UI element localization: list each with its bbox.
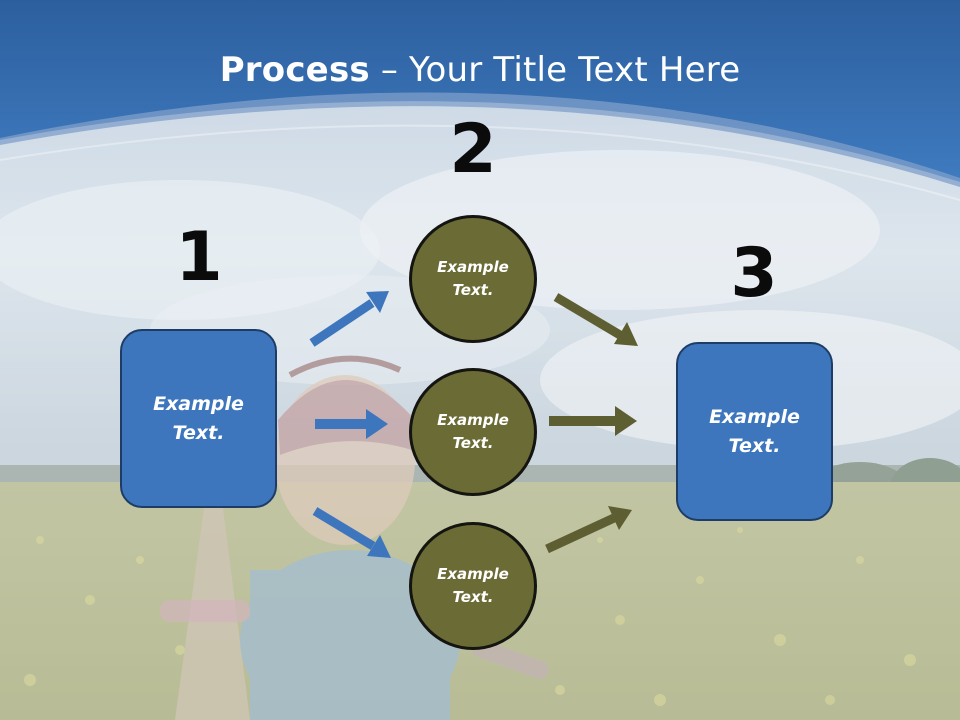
step-number-3: 3 <box>730 234 778 313</box>
blue-arrow-right <box>315 409 388 439</box>
title-bold: Process <box>219 50 370 90</box>
step-number-2: 2 <box>449 110 497 189</box>
olive-arrow-right <box>549 406 637 436</box>
bottom-circle-line1: Example <box>437 565 509 583</box>
olive-arrow-down <box>553 293 638 346</box>
middle-circle-line1: Example <box>437 411 509 429</box>
olive-arrow-up <box>545 506 632 554</box>
middle-circle: Example Text. <box>409 368 537 496</box>
blue-arrow-down <box>312 507 391 558</box>
slide-title: Process – Your Title Text Here <box>0 50 960 90</box>
header-highlight <box>0 124 960 201</box>
right-box-line2: Text. <box>728 434 781 457</box>
top-circle: Example Text. <box>409 215 537 343</box>
right-box: Example Text. <box>676 342 833 521</box>
step-number-1: 1 <box>175 218 223 297</box>
flower-dots <box>24 527 916 706</box>
right-box-line1: Example <box>709 405 800 428</box>
left-box: Example Text. <box>120 329 277 508</box>
left-box-line1: Example <box>153 392 244 415</box>
child-photo <box>160 355 549 720</box>
left-box-line2: Text. <box>172 421 225 444</box>
top-circle-line1: Example <box>437 258 509 276</box>
blue-arrow-up <box>309 291 389 347</box>
title-rest: – Your Title Text Here <box>369 50 741 90</box>
middle-circle-line2: Text. <box>452 434 494 452</box>
header-band <box>0 0 960 182</box>
bottom-circle-line2: Text. <box>452 588 494 606</box>
bottom-circle: Example Text. <box>409 522 537 650</box>
top-circle-line2: Text. <box>452 281 494 299</box>
